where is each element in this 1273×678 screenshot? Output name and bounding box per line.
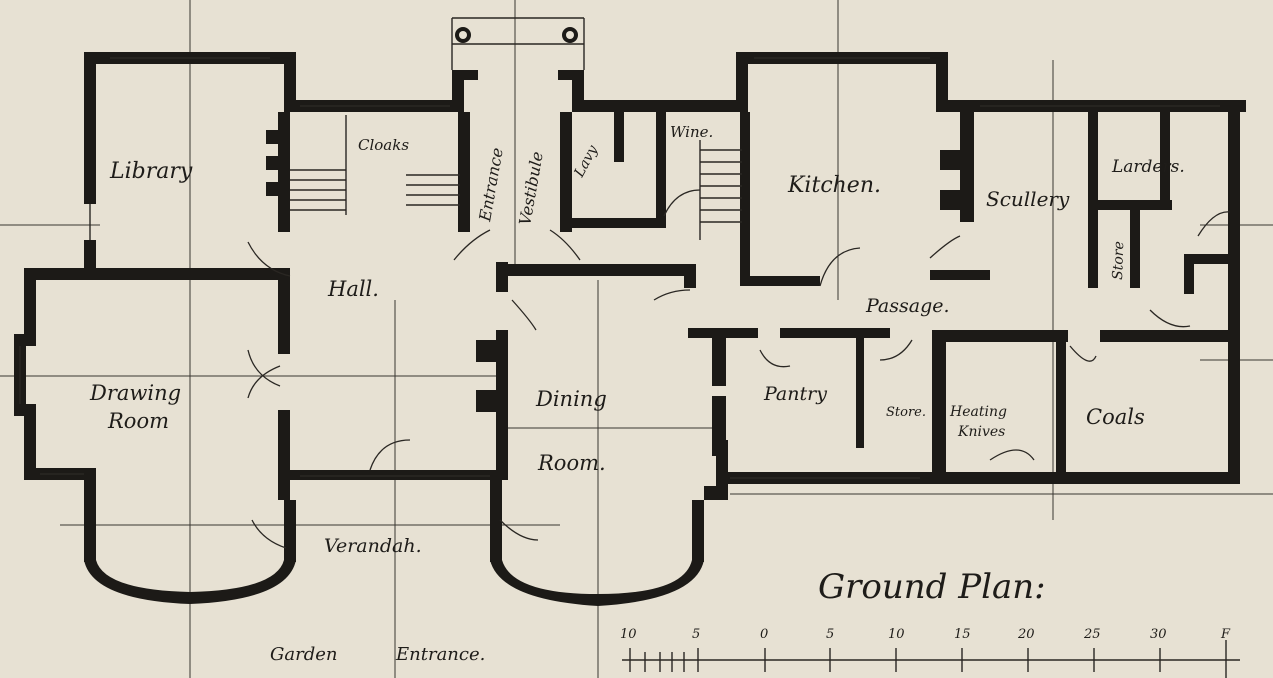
garden-entrance-label: Entrance. bbox=[395, 644, 485, 665]
heating-label: Heating bbox=[949, 404, 1007, 420]
scale-tick-label: 15 bbox=[954, 627, 971, 642]
scullery-label: Scullery bbox=[986, 187, 1070, 211]
larders-label: Larders. bbox=[1111, 157, 1185, 177]
store-east-label: Store bbox=[1110, 241, 1127, 280]
store-mid-label: Store. bbox=[886, 405, 926, 420]
drawing-room-label-1: Drawing bbox=[89, 381, 181, 405]
knives-label: Knives bbox=[957, 424, 1005, 440]
scale-tick-label: 5 bbox=[826, 627, 834, 642]
stairs bbox=[290, 115, 742, 240]
library-label: Library bbox=[109, 159, 193, 184]
drawing-room-label-2: Room bbox=[107, 409, 169, 433]
scale-tick-label: 25 bbox=[1083, 627, 1101, 642]
hall-label: Hall. bbox=[327, 277, 379, 301]
plan-title: Ground Plan: bbox=[818, 567, 1046, 607]
scale-tick-label: 20 bbox=[1017, 627, 1035, 642]
scale-tick-label: 5 bbox=[692, 627, 700, 642]
scale-tick-label: 10 bbox=[888, 627, 905, 642]
entrance-label: Entrance bbox=[475, 146, 507, 223]
passage-label: Passage. bbox=[865, 295, 950, 317]
scale-tick-label: 30 bbox=[1150, 627, 1167, 642]
door-swings bbox=[247, 189, 1231, 549]
cloaks-label: Cloaks bbox=[358, 136, 409, 154]
walls bbox=[14, 52, 1246, 606]
garden-label: Garden bbox=[270, 644, 337, 665]
room-labels: Library Cloaks Entrance Vestibule Lavy W… bbox=[89, 123, 1185, 665]
kitchen-label: Kitchen. bbox=[787, 173, 881, 198]
coals-label: Coals bbox=[1086, 405, 1145, 429]
scale-tick-label: 0 bbox=[760, 627, 768, 642]
dining-room-label-1: Dining bbox=[535, 387, 607, 411]
wine-label: Wine. bbox=[670, 123, 713, 141]
scale-bar: 10 5 0 5 10 15 20 25 30 F bbox=[620, 627, 1240, 678]
pantry-label: Pantry bbox=[763, 383, 827, 405]
lavy-label: Lavy bbox=[571, 142, 602, 181]
scale-tick-label: 10 bbox=[620, 627, 637, 642]
verandah-label: Verandah. bbox=[324, 535, 422, 557]
scale-end-label: F bbox=[1220, 627, 1231, 642]
windows bbox=[19, 17, 1220, 479]
dining-room-label-2: Room. bbox=[537, 451, 606, 475]
vestibule-label: Vestibule bbox=[515, 150, 547, 227]
